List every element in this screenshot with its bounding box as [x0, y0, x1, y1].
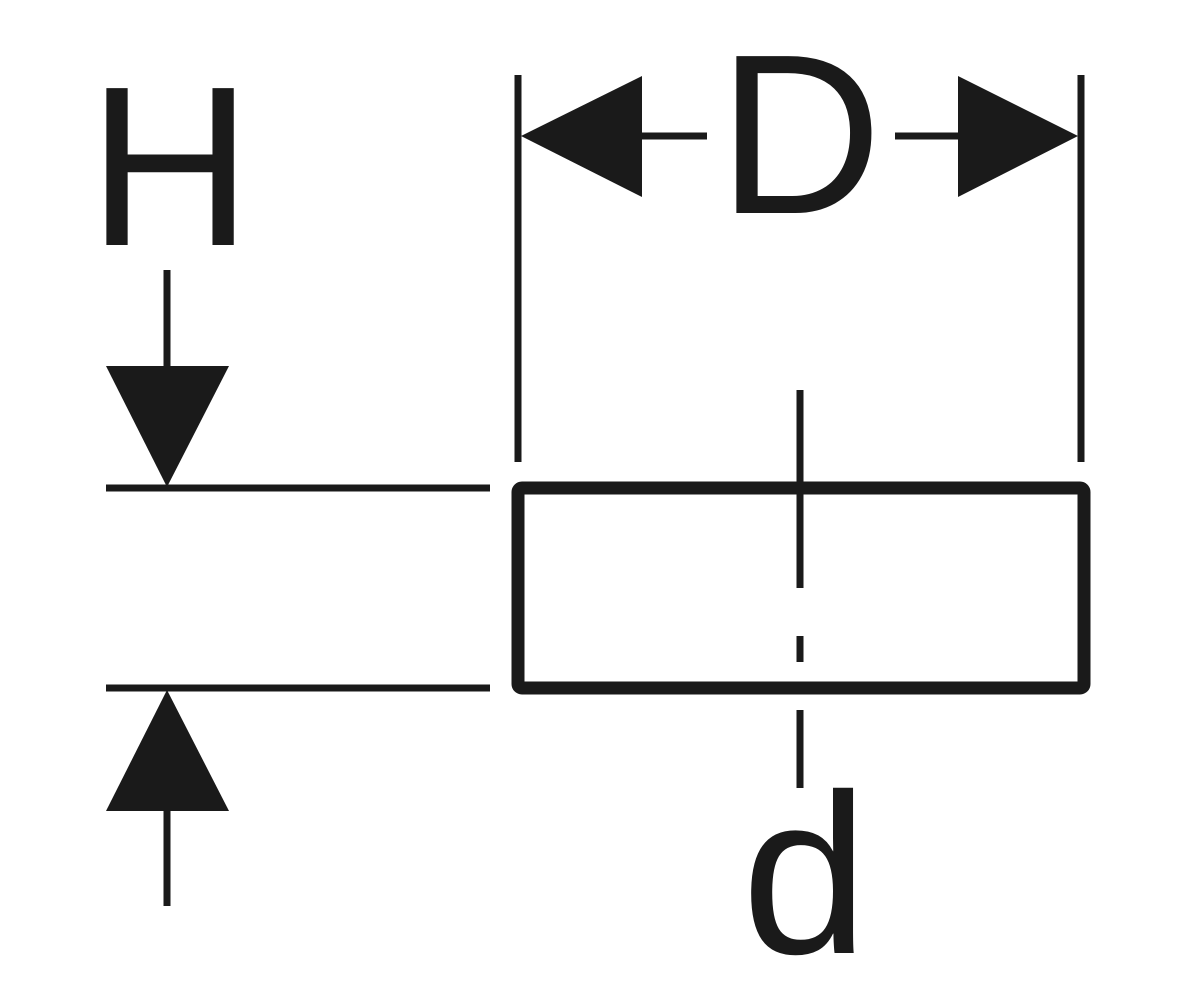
height-label: H	[88, 40, 253, 294]
outer-diameter-label: D	[718, 8, 883, 262]
right-arrowhead	[958, 76, 1078, 197]
up-arrowhead	[106, 690, 229, 811]
left-arrowhead	[521, 76, 642, 197]
down-arrowhead	[106, 366, 229, 487]
inner-diameter-label: d	[742, 748, 869, 1000]
